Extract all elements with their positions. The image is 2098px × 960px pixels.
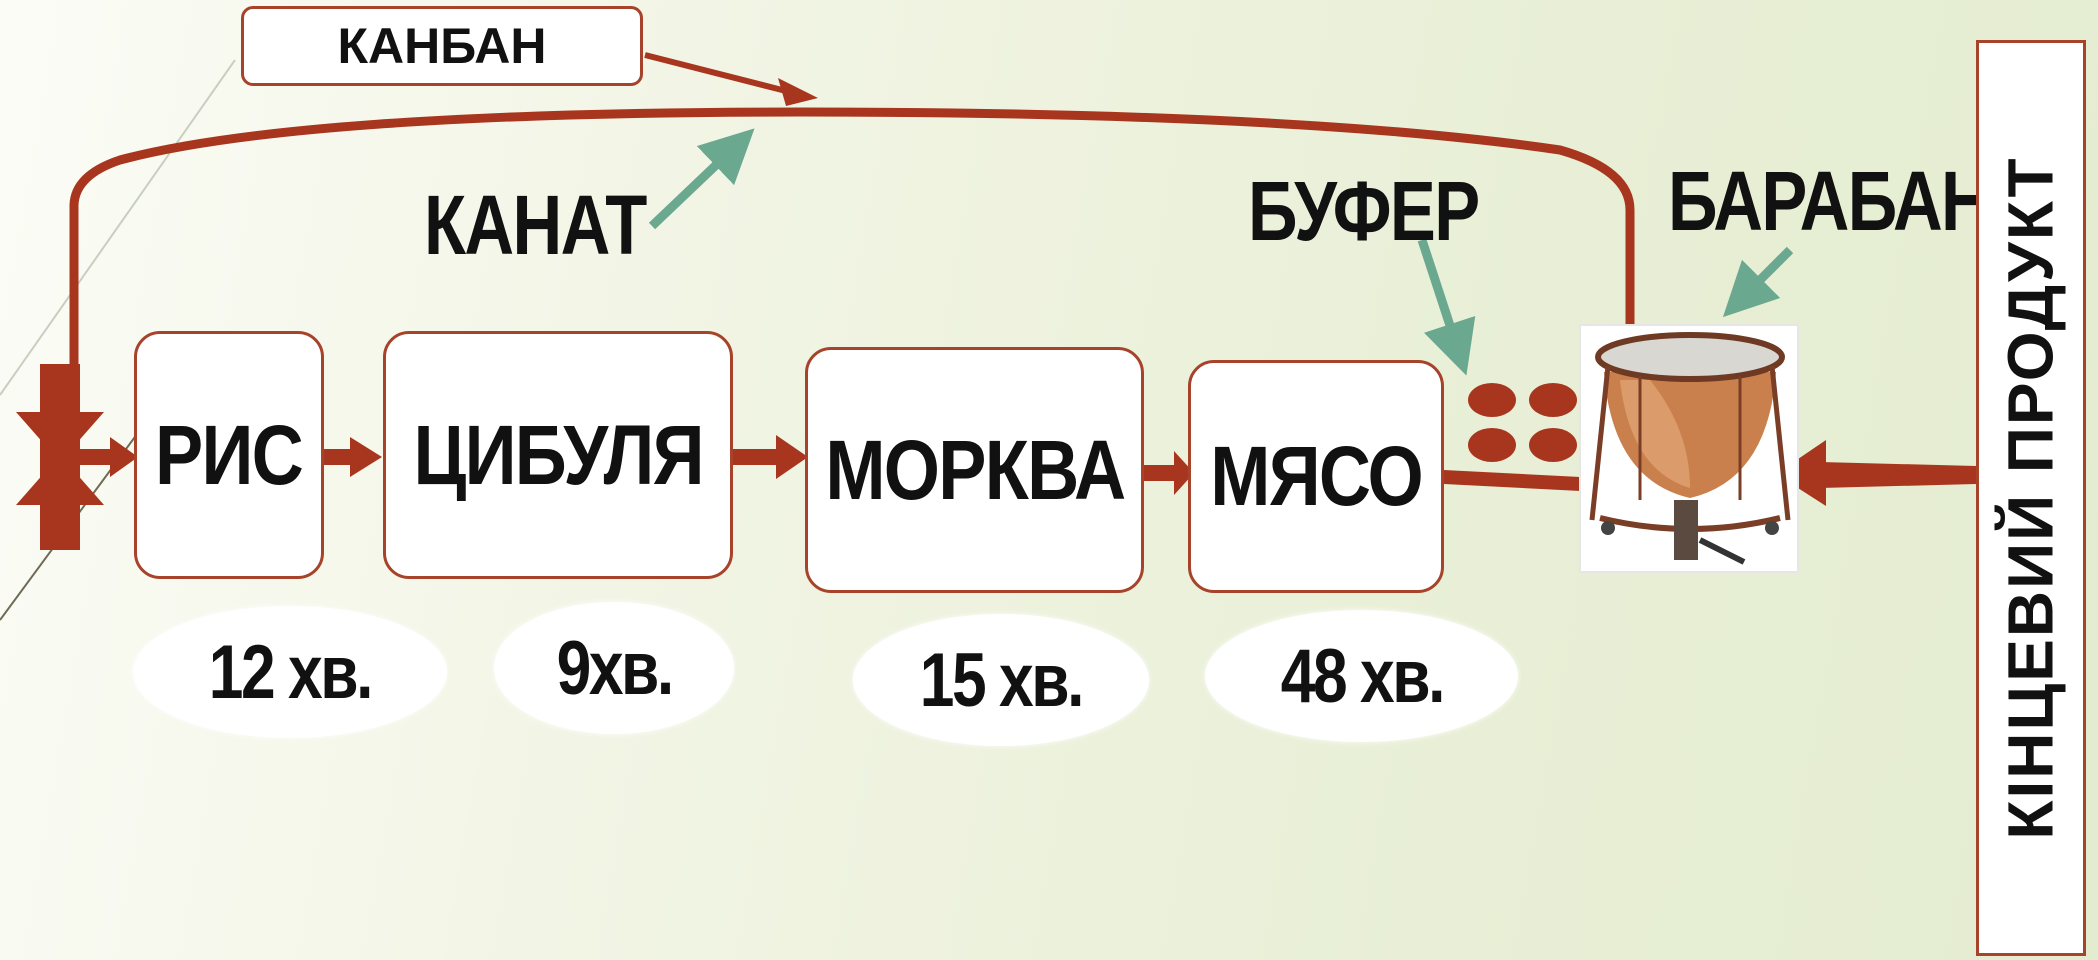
drum-pointer-arrow [1722,246,1794,318]
flow-arrow-ris-tsybulia [320,437,382,477]
flow-arrow-final-drum [1776,440,1976,506]
buffer-dots [1468,383,1577,462]
step-time-ris: 12 хв. [133,606,447,738]
rope-line [69,107,1635,400]
step-box-ris: РИС [134,331,324,579]
step-time-tsybulia: 9хв. [494,602,734,734]
step-box-miaso: МЯСО [1188,360,1444,593]
step-time-morkva: 15 хв. [853,614,1149,746]
kanban-arrow-line [644,52,791,95]
final-product-label: КІНЦЕВИЙ ПРОДУКТ [1995,156,2067,840]
step-box-morkva: МОРКВА [805,347,1144,593]
flow-arrow-tsybulia-morkva [728,435,808,479]
decor-line-1 [0,59,236,396]
drum-label: БАРАБАН [1668,154,1991,248]
kanban-label: КАНБАН [241,6,643,86]
rope-label: КАНАТ [424,178,647,272]
buffer-pointer-arrow [1417,238,1476,376]
kettle-drum-icon [1579,324,1799,573]
kanban-arrow-head [778,78,818,106]
buffer-label: БУФЕР [1248,164,1480,258]
final-product-box: КІНЦЕВИЙ ПРОДУКТ [1976,40,2086,956]
flow-arrow-morkva-miaso [1142,451,1194,495]
flow-arrow-gate-ris [80,437,138,477]
rope-pointer-arrow [648,128,755,230]
step-box-tsybulia: ЦИБУЛЯ [383,331,733,579]
step-time-miaso: 48 хв. [1205,610,1518,742]
